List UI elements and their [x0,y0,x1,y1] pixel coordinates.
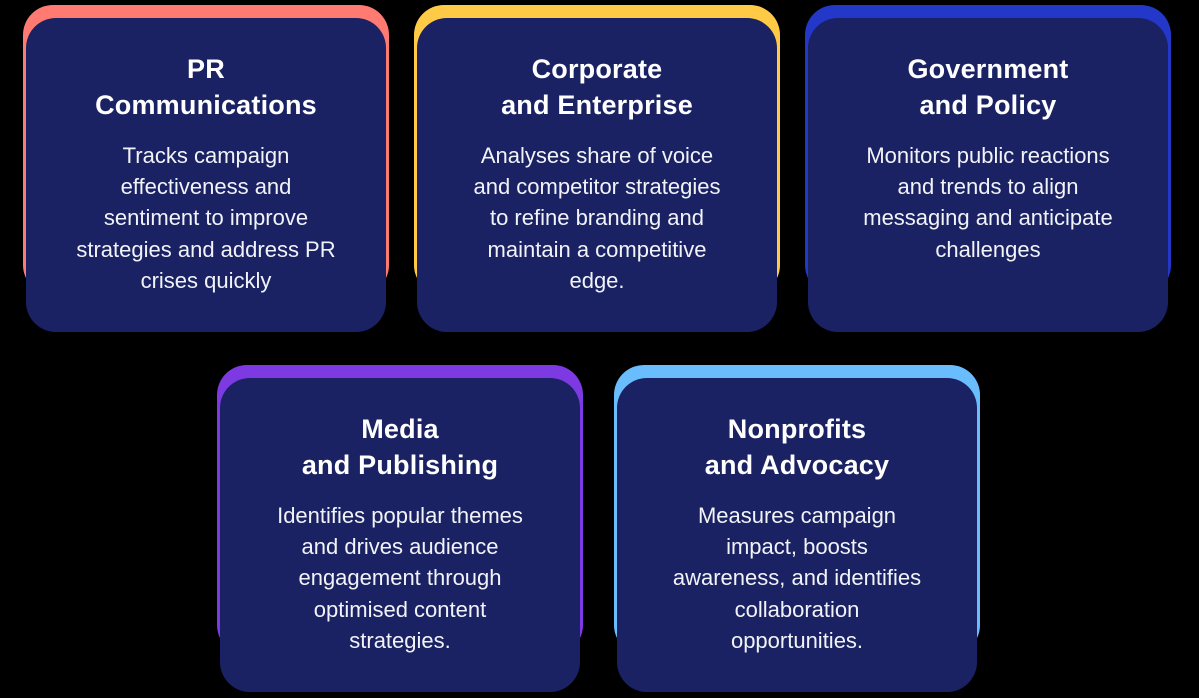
card-body: Corporate and Enterprise Analyses share … [417,18,777,332]
card-corporate-and-enterprise: Corporate and Enterprise Analyses share … [414,5,780,332]
card-title: Nonprofits and Advocacy [704,414,890,480]
card-title: PR Communications [95,54,317,120]
card-description: Monitors public reactions and trends to … [863,142,1113,262]
card-body: PR Communications Tracks campaign effect… [26,18,386,332]
card-description: Tracks campaign effectiveness and sentim… [76,142,336,293]
card-description: Identifies popular themes and drives aud… [277,502,523,653]
card-description: Analyses share of voice and competitor s… [473,142,721,293]
card-body: Nonprofits and Advocacy Measures campaig… [617,378,977,692]
card-body: Media and Publishing Identifies popular … [220,378,580,692]
card-description: Measures campaign impact, boosts awarene… [672,502,922,653]
card-nonprofits-and-advocacy: Nonprofits and Advocacy Measures campaig… [614,365,980,692]
card-media-and-publishing: Media and Publishing Identifies popular … [217,365,583,692]
card-body: Government and Policy Monitors public re… [808,18,1168,332]
card-pr-communications: PR Communications Tracks campaign effect… [23,5,389,332]
card-title: Media and Publishing [301,414,499,480]
card-government-and-policy: Government and Policy Monitors public re… [805,5,1171,332]
card-title: Corporate and Enterprise [501,54,693,120]
card-title: Government and Policy [907,54,1069,120]
